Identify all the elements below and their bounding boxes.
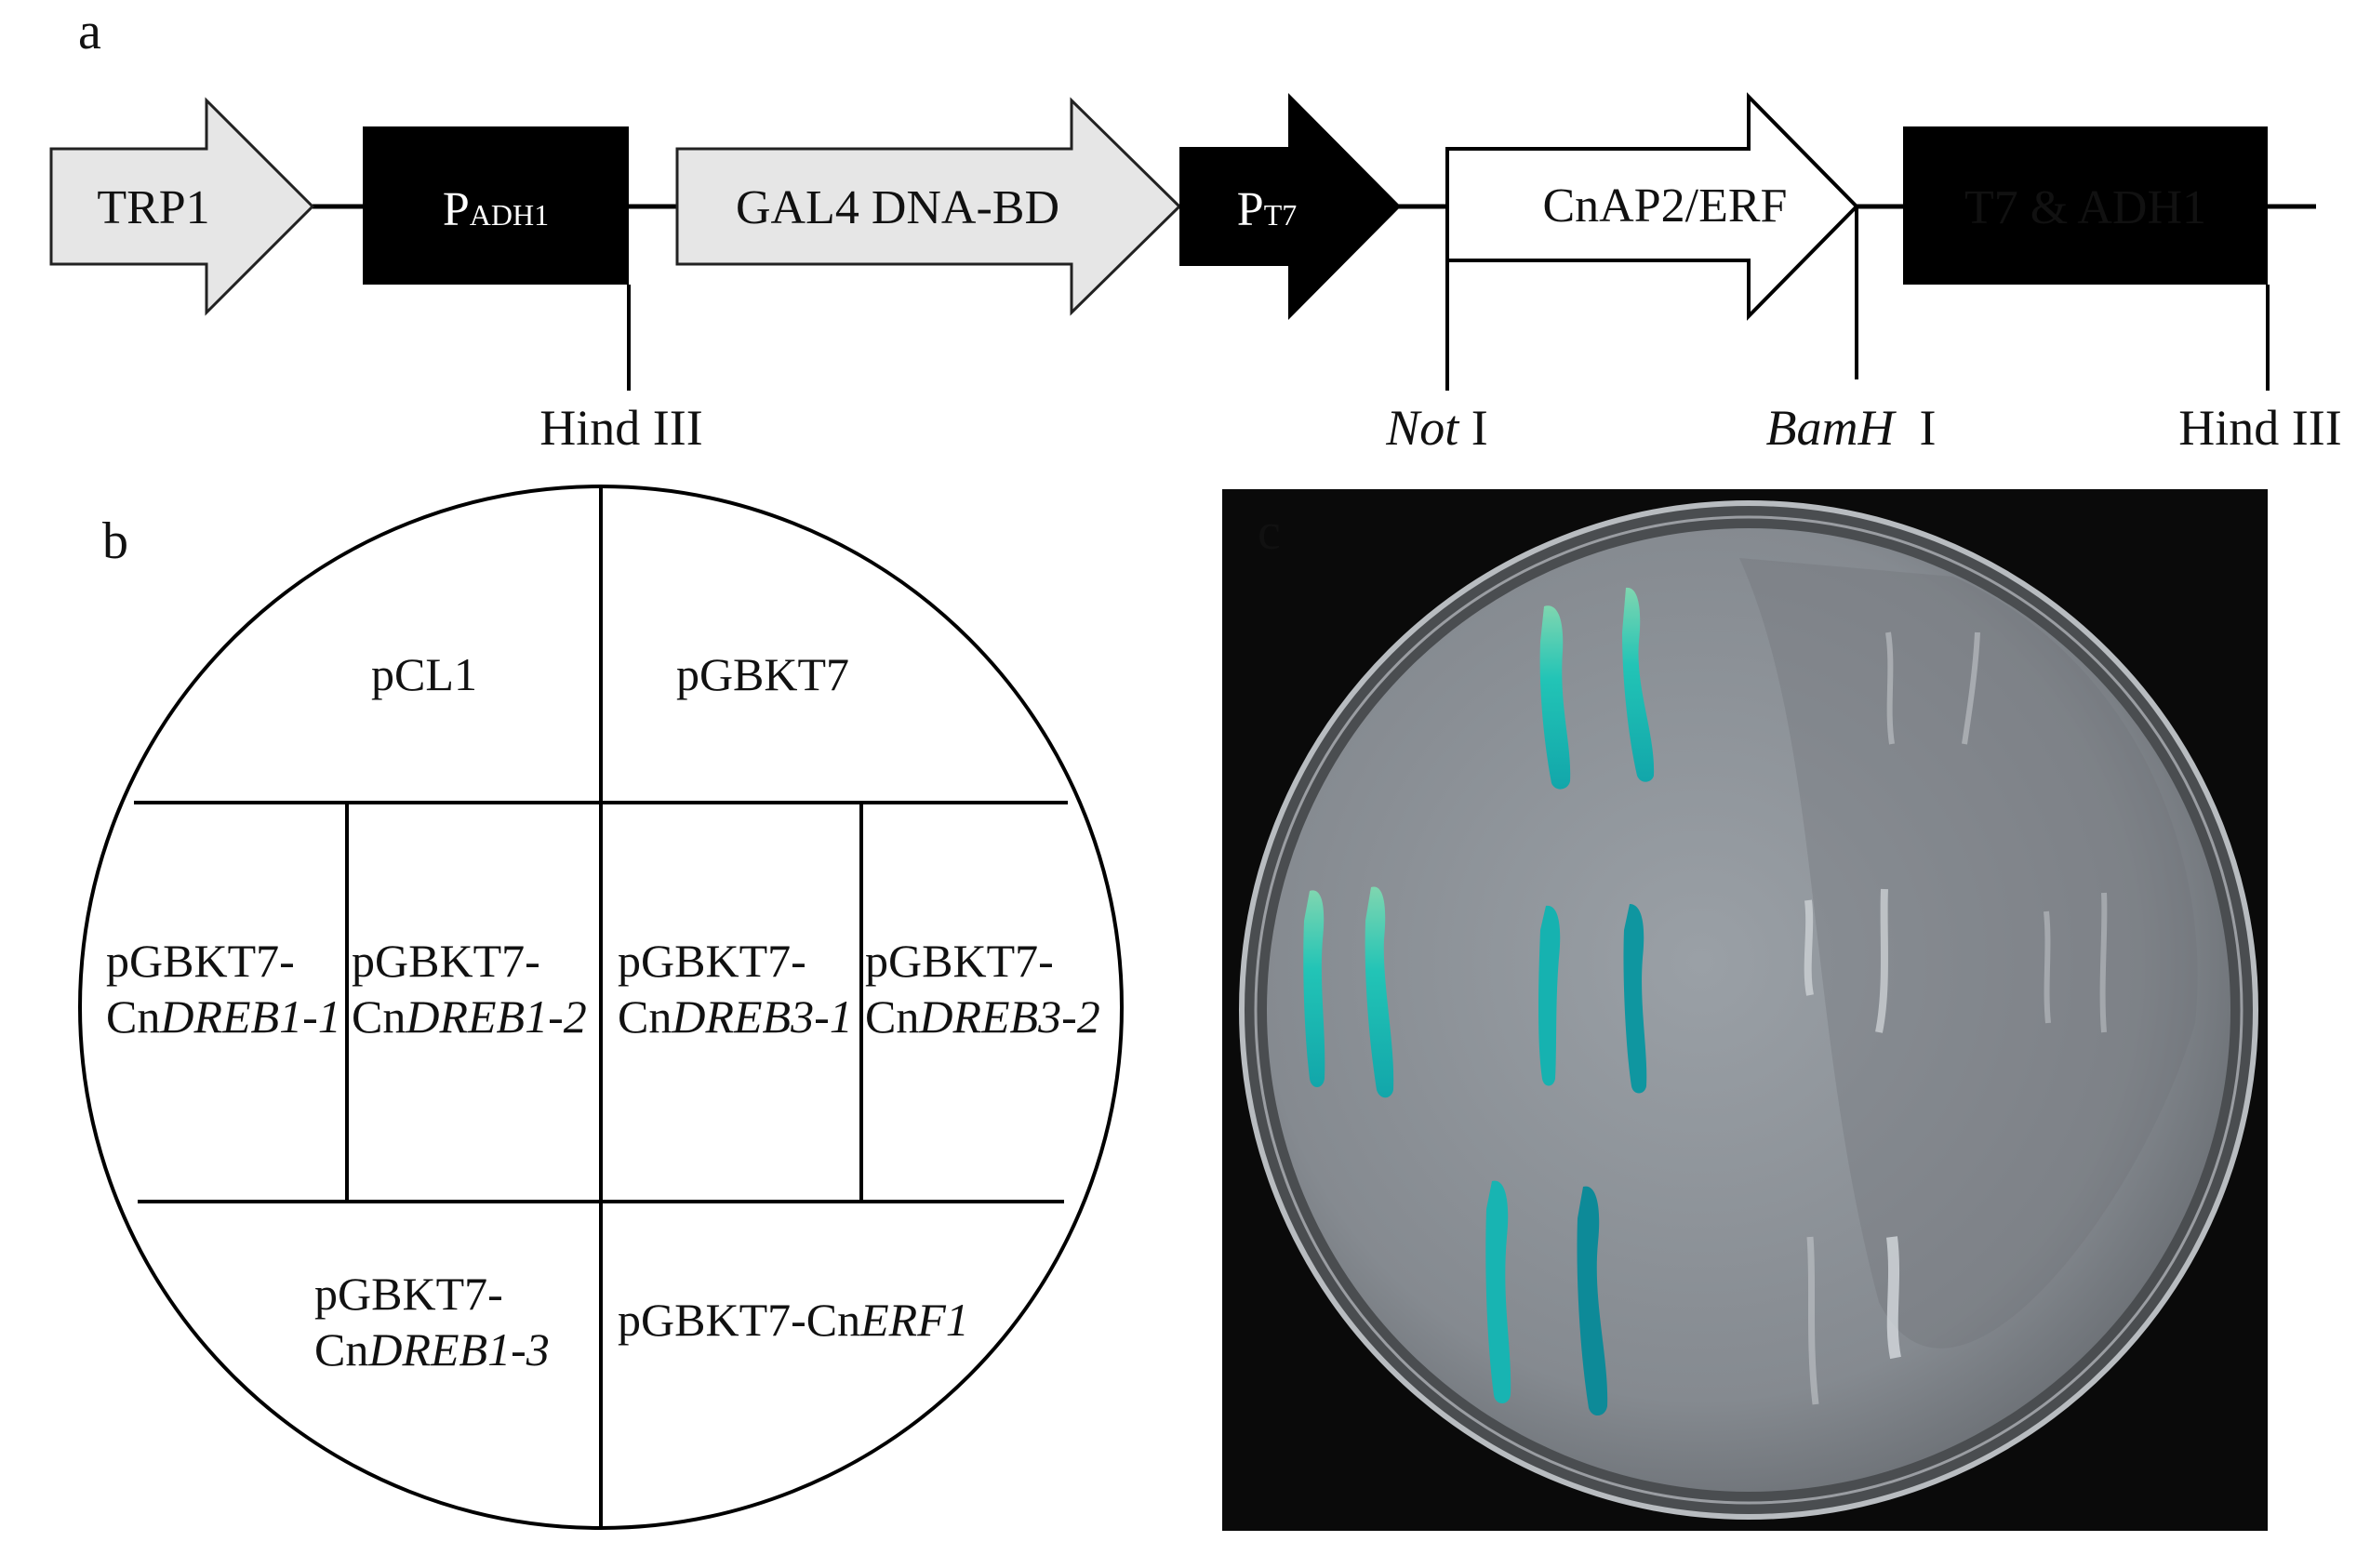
sector-erf1: pGBKT7-CnERF1 — [618, 1294, 969, 1346]
sector-dreb1-3: pGBKT7- CnDREB1-3 — [314, 1268, 550, 1375]
colony-dreb1-1-b — [1365, 886, 1394, 1098]
trp1-arrow — [49, 97, 315, 316]
streak-dreb3-2-a — [2044, 910, 2051, 1024]
colony-dreb1-3-b — [1577, 1186, 1608, 1416]
pt7-label-main: P — [1237, 183, 1264, 236]
cnap2-arrow — [1445, 92, 1859, 321]
agar-shadow — [1739, 558, 2198, 1349]
colony-dreb1-3-a — [1485, 1180, 1511, 1403]
sector-dreb3-2-gene: DREB3-2 — [918, 990, 1099, 1043]
sector-dreb3-1: pGBKT7- CnDREB3-1 — [618, 935, 853, 1043]
gal4-label: GAL4 DNA-BD — [736, 181, 1059, 234]
sector-dreb1-1-line2: CnDREB1-1 — [106, 990, 341, 1043]
petri-dish-agar — [1267, 528, 2230, 1492]
t7adh1-block — [1903, 126, 2268, 285]
bamh1-label: BamH I — [1766, 400, 1937, 456]
sector-dreb1-3-prefix: Cn — [314, 1323, 368, 1375]
pt7-arrow — [1179, 93, 1401, 320]
sector-pgbkt7: pGBKT7 — [676, 648, 849, 700]
t7adh1-label: T7 & ADH1 — [1964, 181, 2206, 234]
sector-dreb1-2-prefix: Cn — [352, 990, 406, 1043]
streak-erf1-b — [1886, 1236, 1901, 1360]
colony-pcl1-a — [1539, 605, 1571, 790]
bamh1-label-roman: I — [1895, 400, 1937, 456]
pt7-label: PT7 — [1237, 183, 1297, 236]
panel-b: b pCL1 pGBKT7 pGBKT7- CnDREB1-1 pGBKT7- … — [78, 485, 1124, 1530]
streak-dreb3-2-b — [2099, 892, 2108, 1033]
panel-c: c — [1222, 489, 2268, 1531]
panel-b-label: b — [102, 512, 128, 570]
padh1-label-main: P — [443, 183, 470, 236]
sector-dreb1-2-line2: CnDREB1-2 — [352, 990, 587, 1043]
sector-dreb1-3-line2: CnDREB1-3 — [314, 1323, 550, 1375]
sector-dreb1-1-gene: DREB1-1 — [159, 990, 340, 1043]
sector-erf1-prefix: pGBKT7-Cn — [618, 1294, 860, 1346]
sector-dreb3-1-line2: CnDREB3-1 — [618, 990, 853, 1043]
colony-dreb1-2-b — [1623, 904, 1647, 1094]
gal4-arrow — [675, 97, 1182, 316]
bamh1-label-italic: BamH — [1766, 400, 1897, 456]
padh1-block — [363, 126, 629, 285]
not1-label-italic: Not — [1385, 400, 1460, 456]
sector-erf1-label: pGBKT7-CnERF1 — [618, 1294, 969, 1346]
padh1-element: PADH1 — [363, 126, 629, 285]
pt7-element: PT7 — [1179, 93, 1401, 320]
panel-c-label: c — [1258, 503, 1281, 561]
sector-dreb3-1-gene: DREB3-1 — [671, 990, 852, 1043]
cnap2-element: CnAP2/ERF — [1445, 92, 1859, 321]
gal4-element: GAL4 DNA-BD — [675, 97, 1182, 316]
sector-dreb1-2-line1: pGBKT7- — [352, 935, 540, 987]
not1-label-roman: I — [1458, 400, 1487, 456]
sector-dreb3-2-line1: pGBKT7- — [865, 935, 1054, 987]
sector-dreb3-2: pGBKT7- CnDREB3-2 — [865, 935, 1100, 1043]
sector-dreb1-1-prefix: Cn — [106, 990, 160, 1043]
hind3-right-label: Hind III — [2178, 400, 2341, 456]
sector-dreb3-1-line1: pGBKT7- — [618, 935, 806, 987]
panel-a: a TRP1 PADH1 GAL4 DNA-BD PT7 — [49, 3, 2342, 456]
not1-label: Not I — [1385, 400, 1488, 456]
colony-pcl1-b — [1622, 587, 1655, 782]
sector-dreb3-1-prefix: Cn — [618, 990, 672, 1043]
sector-dreb1-1: pGBKT7- CnDREB1-1 — [106, 935, 341, 1043]
panel-a-label: a — [78, 3, 101, 60]
sector-dreb1-1-line1: pGBKT7- — [106, 935, 295, 987]
sector-erf1-gene: ERF1 — [859, 1294, 969, 1346]
sector-dreb1-2: pGBKT7- CnDREB1-2 — [352, 935, 587, 1043]
streak-dreb3-1-b — [1875, 888, 1888, 1033]
sector-dreb3-2-line2: CnDREB3-2 — [865, 990, 1100, 1043]
streak-erf1-a — [1806, 1236, 1819, 1405]
hind3-left-label: Hind III — [539, 400, 702, 456]
streak-dreb3-1-a — [1804, 899, 1814, 996]
sector-dreb3-2-prefix: Cn — [865, 990, 919, 1043]
pt7-label-sub: T7 — [1264, 198, 1298, 232]
colony-dreb1-1-a — [1303, 890, 1325, 1087]
trp1-element: TRP1 — [49, 97, 315, 316]
streak-pgbkt7-a — [1885, 631, 1895, 745]
padh1-label-sub: ADH1 — [470, 198, 549, 232]
sector-dreb1-3-gene: DREB1-3 — [367, 1323, 549, 1375]
t7adh1-element: T7 & ADH1 — [1903, 126, 2268, 285]
streak-pgbkt7-b — [1962, 631, 1980, 745]
trp1-label: TRP1 — [97, 181, 209, 234]
sector-dreb1-3-line1: pGBKT7- — [314, 1268, 503, 1320]
petri-dish-inner-rim — [1254, 515, 2244, 1505]
sector-dreb1-2-gene: DREB1-2 — [405, 990, 586, 1043]
sector-pcl1: pCL1 — [371, 648, 477, 700]
colony-dreb1-2-a — [1538, 905, 1561, 1086]
padh1-label: PADH1 — [443, 183, 549, 236]
cnap2-label: CnAP2/ERF — [1543, 179, 1788, 233]
